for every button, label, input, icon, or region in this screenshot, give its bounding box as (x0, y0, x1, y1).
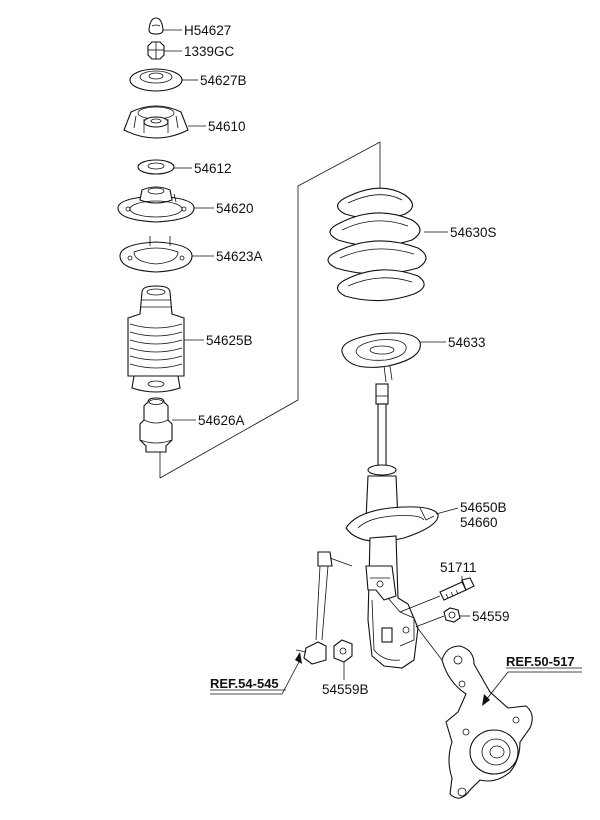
label-part-h54627: H54627 (184, 23, 231, 38)
label-part-54620: 54620 (216, 201, 254, 216)
spring-seat-pad (119, 236, 193, 273)
label-ref-54-545: REF.54-545 (210, 676, 279, 691)
upper-spring-seat (117, 186, 195, 223)
label-part-54625b: 54625B (206, 333, 253, 348)
label-part-54610: 54610 (208, 119, 246, 134)
label-ref-50-517: REF.50-517 (506, 654, 575, 669)
label-part-54633: 54633 (448, 335, 486, 350)
nut (417, 607, 461, 627)
label-part-54612: 54612 (194, 161, 232, 176)
bolt (399, 577, 475, 613)
nut-b (333, 639, 353, 663)
label-part-54626a: 54626A (198, 413, 245, 428)
label-part-54630s: 54630S (450, 225, 497, 240)
strut-insulator-cap (129, 68, 183, 92)
coil-spring (327, 187, 427, 302)
flange-nut (147, 41, 165, 60)
steering-knuckle (415, 625, 533, 799)
stabilizer-link (295, 551, 353, 665)
label-part-54660: 54660 (460, 515, 498, 530)
label-part-54650b: 54650B (460, 500, 507, 515)
strut-insulator (123, 105, 189, 139)
label-part-54627b: 54627B (200, 73, 247, 88)
assembly-bracket (159, 141, 382, 479)
dust-cover (127, 285, 185, 393)
label-part-1339gc: 1339GC (184, 44, 235, 59)
leader-lines (163, 29, 582, 706)
bearing-washer (137, 159, 175, 175)
spring-pad (341, 332, 421, 383)
label-part-54623a: 54623A (216, 249, 263, 264)
bump-stopper (139, 397, 173, 478)
label-part-51711: 51711 (440, 560, 477, 575)
label-part-54559b: 54559B (322, 682, 369, 697)
label-part-54559: 54559 (472, 609, 510, 624)
bump-cap (148, 17, 164, 35)
strut-assembly (345, 383, 439, 669)
